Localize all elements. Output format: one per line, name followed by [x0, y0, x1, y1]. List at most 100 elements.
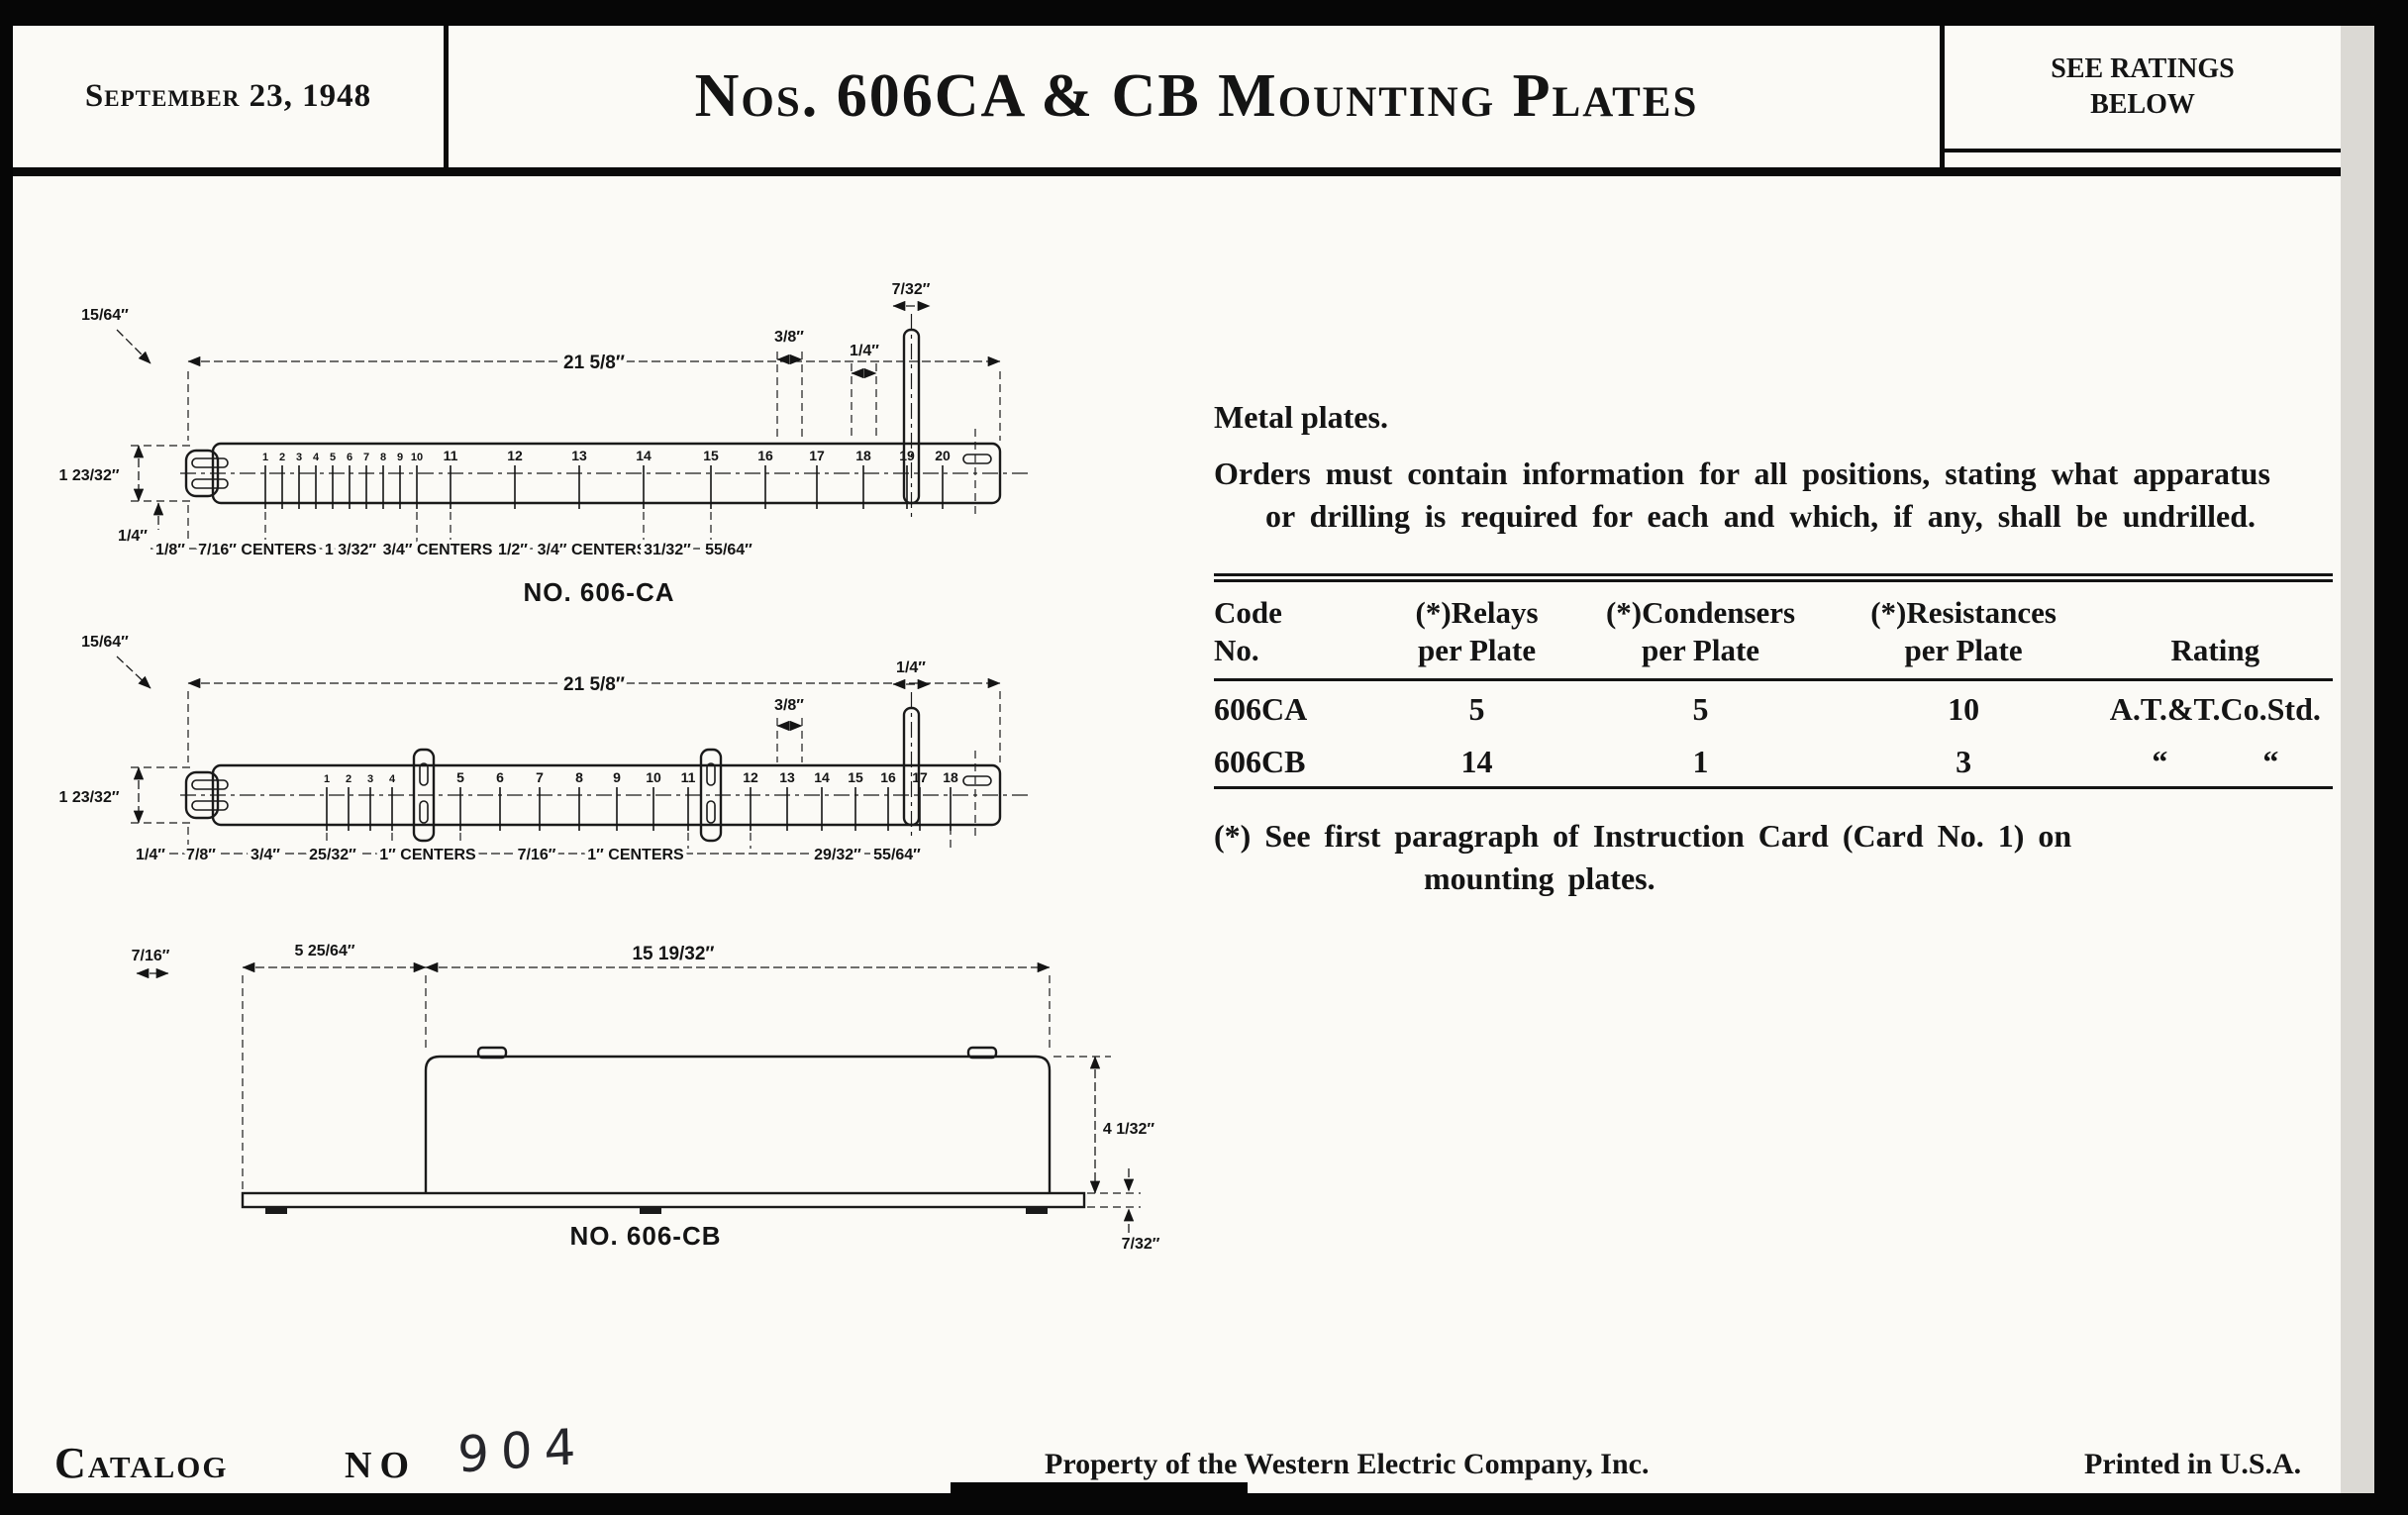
- property-note: Property of the Western Electric Company…: [1045, 1448, 1650, 1480]
- svg-text:15: 15: [848, 769, 863, 785]
- cell-rating: A.T.&T.Co.Std.: [2109, 691, 2321, 728]
- col-header-code: Code No.: [1214, 594, 1282, 668]
- dim-chain-ca-5: 3/4″ CENTERS: [538, 542, 648, 558]
- see-ratings-note: SEE RATINGS BELOW: [1945, 26, 2341, 152]
- dim-chain-cb-4: 1″ CENTERS: [379, 847, 476, 863]
- dim-chain-cb-1: 7/8″: [186, 847, 216, 863]
- svg-text:19: 19: [899, 448, 915, 463]
- dim-chain-ca-7: 55/64″: [705, 542, 752, 558]
- svg-text:5: 5: [330, 452, 336, 463]
- svg-text:16: 16: [880, 769, 896, 785]
- svg-text:13: 13: [779, 769, 795, 785]
- cell-relays: 14: [1460, 744, 1493, 780]
- dim-14-right-ca: 1/4″: [850, 343, 879, 359]
- drawing-label-606ca: NO. 606-CA: [523, 577, 674, 607]
- svg-text:11: 11: [681, 769, 696, 785]
- printed-note: Printed in U.S.A.: [2084, 1448, 2302, 1480]
- cell-resistances: 10: [1948, 691, 1980, 728]
- dim-chain-ca-3: 3/4″ CENTERS: [383, 542, 493, 558]
- dim-chain-cb-2: 3/4″: [251, 847, 280, 863]
- dim-14-left-ca: 1/4″: [118, 528, 148, 545]
- svg-text:2: 2: [346, 773, 351, 785]
- dim-38-ca: 3/8″: [774, 329, 804, 346]
- table-footnote: (*) See first paragraph of Instruction C…: [1214, 818, 2072, 897]
- svg-text:1: 1: [324, 773, 330, 785]
- note-metal-plates: Metal plates.: [1214, 399, 1388, 435]
- dim-chain-ca-4: 1/2″: [498, 542, 528, 558]
- svg-text:12: 12: [507, 448, 523, 463]
- dim-height-side: 4 1/32″: [1103, 1121, 1154, 1138]
- svg-text:16: 16: [757, 448, 773, 463]
- dim-left-span-side: 5 25/64″: [294, 943, 354, 960]
- dim-38-cb: 3/8″: [774, 697, 804, 714]
- see-ratings-line2: BELOW: [2090, 89, 2195, 120]
- cell-condensers: 1: [1692, 744, 1709, 780]
- header-divider: [1940, 26, 1945, 167]
- dim-chain-ca-1: 7/16″ CENTERS: [198, 542, 317, 558]
- dim-chain-ca-2: 1 3/32″: [325, 542, 376, 558]
- drawing-label-606cb: NO. 606-CB: [569, 1221, 721, 1251]
- svg-text:20: 20: [935, 448, 951, 463]
- scan-edge-right: [2374, 0, 2408, 1515]
- dim-14-cb: 1/4″: [896, 659, 926, 676]
- svg-text:4: 4: [389, 773, 396, 785]
- col-header-resistances: (*)Resistances per Plate: [1870, 594, 2057, 668]
- cell-code: 606CB: [1214, 744, 1306, 780]
- title-section: Nos. 606CA & CB Mounting Plates: [449, 26, 1945, 167]
- dim-chain-cb-7: 29/32″: [814, 847, 861, 863]
- svg-text:14: 14: [636, 448, 652, 463]
- dim-chain-cb-6: 1″ CENTERS: [587, 847, 684, 863]
- cell-resistances: 3: [1956, 744, 1972, 780]
- svg-text:9: 9: [397, 452, 403, 463]
- svg-text:8: 8: [380, 452, 386, 463]
- svg-text:8: 8: [575, 769, 583, 785]
- cell-relays: 5: [1468, 691, 1485, 728]
- svg-text:18: 18: [855, 448, 871, 463]
- svg-text:13: 13: [571, 448, 587, 463]
- svg-text:6: 6: [496, 769, 504, 785]
- dim-thickness-side: 7/32″: [1122, 1236, 1160, 1253]
- dim-overall-cb: 21 5/8″: [563, 674, 625, 695]
- svg-text:6: 6: [347, 452, 352, 463]
- dim-chain-cb-5: 7/16″: [518, 847, 556, 863]
- cell-code: 606CA: [1214, 691, 1308, 728]
- dim-chain-cb-0: 1/4″: [136, 847, 165, 863]
- dim-height-ca: 1 23/32″: [58, 467, 119, 484]
- ratings-header-row: Code No. (*)Relays per Plate (*)Condense…: [1214, 577, 2333, 680]
- dim-right-span-side: 15 19/32″: [632, 944, 714, 964]
- svg-text:15: 15: [703, 448, 719, 463]
- dim-overall-ca: 21 5/8″: [563, 353, 625, 373]
- scan-edge-bottom-bump: [951, 1482, 1248, 1515]
- dim-1564-cb: 15/64″: [81, 634, 129, 651]
- header-date: September 23, 1948: [13, 26, 449, 167]
- header: September 23, 1948 Nos. 606CA & CB Mount…: [13, 26, 2341, 176]
- dim-chain-ca-6: 31/32″: [644, 542, 691, 558]
- svg-text:2: 2: [279, 452, 285, 463]
- cell-rating: “ “: [2152, 744, 2279, 780]
- svg-text:14: 14: [814, 769, 830, 785]
- dim-height-cb: 1 23/32″: [58, 789, 119, 806]
- table-row-606ca: 606CA 5 5 10 A.T.&T.Co.Std.: [1214, 680, 2333, 735]
- description-column: Metal plates. Orders must contain inform…: [1214, 396, 2333, 901]
- catalog-label: Catalog: [54, 1439, 229, 1487]
- scan-shadow-right: [2341, 0, 2374, 1515]
- svg-text:3: 3: [367, 773, 373, 785]
- ratings-table: Code No. (*)Relays per Plate (*)Condense…: [1214, 572, 2333, 790]
- note-orders: Orders must contain information for all …: [1214, 454, 2270, 534]
- page-title: Nos. 606CA & CB Mounting Plates: [694, 62, 1699, 130]
- svg-text:10: 10: [646, 769, 661, 785]
- svg-text:3: 3: [296, 452, 302, 463]
- svg-text:11: 11: [444, 448, 458, 463]
- dim-edge-thickness-ca: 7/32″: [892, 281, 931, 298]
- see-ratings-line1: SEE RATINGS: [2051, 52, 2235, 84]
- cell-condensers: 5: [1692, 691, 1709, 728]
- dim-chain-cb-8: 55/64″: [873, 847, 921, 863]
- dim-1564-ca: 15/64″: [81, 307, 129, 324]
- catalog-number-handwritten: 904: [456, 1417, 588, 1484]
